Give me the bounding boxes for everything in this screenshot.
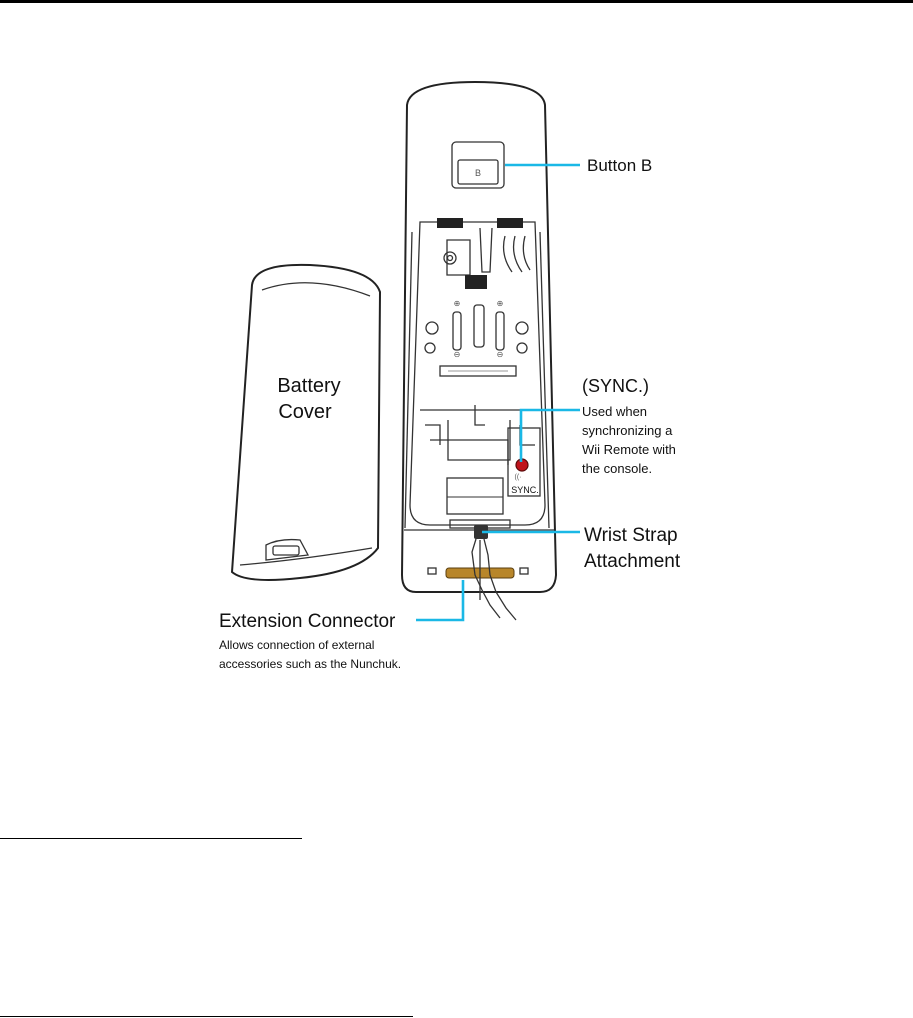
extension-connector-title: Extension Connector <box>219 611 396 632</box>
button-b-label: Button B <box>587 156 652 175</box>
battery-cover-label-2: Cover <box>278 401 332 423</box>
extension-connector-desc-1: Allows connection of external <box>219 638 374 652</box>
sync-mark: SYNC. <box>511 485 539 495</box>
svg-text:((·: ((· <box>515 474 522 481</box>
button-b: B <box>452 142 504 188</box>
battery-cover: Battery Cover <box>232 265 380 580</box>
sync-title: (SYNC.) <box>582 376 649 396</box>
extension-connector-desc-2: accessories such as the Nunchuk. <box>219 657 401 671</box>
divider-rule-long <box>0 1016 413 1017</box>
divider-rule-short <box>0 838 302 839</box>
battery-cover-label-1: Battery <box>277 375 340 397</box>
sync-desc-4: the console. <box>582 461 652 476</box>
wrist-strap-label-1: Wrist Strap <box>584 525 678 546</box>
sync-desc-3: Wii Remote with <box>582 442 676 457</box>
svg-text:⊖: ⊖ <box>454 350 461 359</box>
svg-text:⊕: ⊕ <box>497 299 504 308</box>
sync-desc-2: synchronizing a <box>582 423 673 438</box>
sync-desc-1: Used when <box>582 404 647 419</box>
svg-text:⊕: ⊕ <box>454 299 461 308</box>
svg-text:⊖: ⊖ <box>497 350 504 359</box>
wrist-strap-label-2: Attachment <box>584 551 681 572</box>
button-b-key-letter: B <box>475 168 481 178</box>
